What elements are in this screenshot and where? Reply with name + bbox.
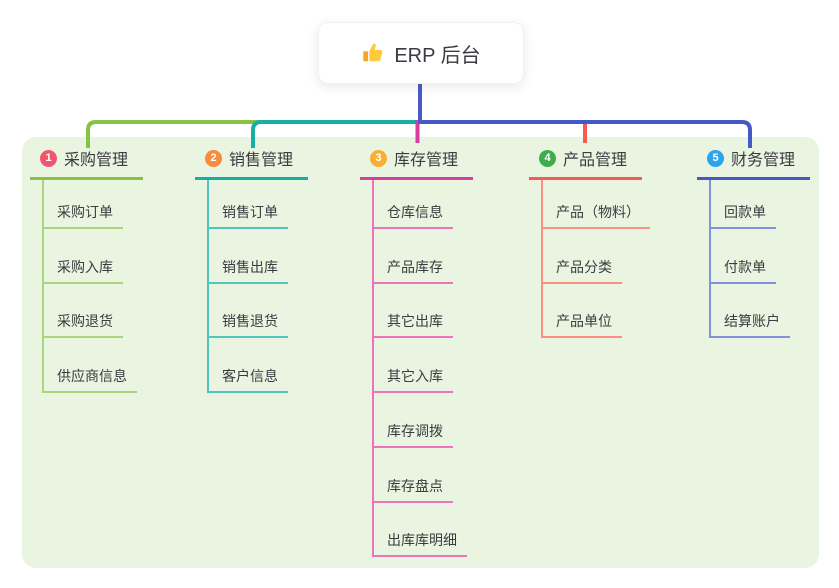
child-label: 库存调拨: [387, 423, 443, 439]
branch-label: 销售管理: [229, 152, 294, 169]
root-node[interactable]: ERP 后台: [318, 22, 524, 84]
child-label: 产品库存: [387, 259, 443, 275]
branch-trunk-line: [42, 180, 44, 393]
branch-node-2[interactable]: 2 销售管理: [195, 147, 309, 180]
branch-label: 财务管理: [731, 152, 796, 169]
branch-node-4[interactable]: 4 产品管理: [529, 147, 643, 180]
branch-number-badge: 5: [707, 149, 724, 167]
child-node[interactable]: 客户信息: [207, 366, 288, 393]
child-label: 出库库明细: [387, 532, 457, 548]
child-label: 其它出库: [387, 313, 443, 329]
branch-label: 产品管理: [563, 152, 628, 169]
child-label: 库存盘点: [387, 478, 443, 494]
branch-number-badge: 4: [539, 149, 556, 167]
child-node[interactable]: 销售订单: [207, 202, 288, 229]
branch-trunk-line: [207, 180, 209, 393]
branch-label: 库存管理: [394, 152, 459, 169]
branch-node-3[interactable]: 3 库存管理: [360, 147, 474, 180]
child-label: 采购订单: [57, 204, 113, 220]
child-node[interactable]: 其它入库: [372, 366, 453, 393]
child-label: 采购退货: [57, 313, 113, 329]
child-label: 产品单位: [556, 313, 612, 329]
child-node[interactable]: 产品库存: [372, 257, 453, 284]
child-label: 付款单: [724, 259, 766, 275]
child-node[interactable]: 出库库明细: [372, 530, 467, 557]
child-node[interactable]: 销售退货: [207, 311, 288, 338]
child-label: 销售出库: [222, 259, 278, 275]
child-node[interactable]: 销售出库: [207, 257, 288, 284]
child-node[interactable]: 回款单: [709, 202, 776, 229]
branches-background-panel: [22, 137, 819, 568]
child-node[interactable]: 仓库信息: [372, 202, 453, 229]
child-label: 销售退货: [222, 313, 278, 329]
branch-trunk-line: [541, 180, 543, 338]
child-label: 采购入库: [57, 259, 113, 275]
branch-number-badge: 2: [205, 149, 222, 167]
branch-node-5[interactable]: 5 财务管理: [697, 147, 811, 180]
child-node[interactable]: 产品（物料）: [541, 202, 650, 229]
child-label: 回款单: [724, 204, 766, 220]
child-label: 其它入库: [387, 368, 443, 384]
child-label: 产品（物料）: [556, 204, 640, 220]
child-node[interactable]: 采购入库: [42, 257, 123, 284]
child-label: 仓库信息: [387, 204, 443, 220]
child-node[interactable]: 产品单位: [541, 311, 622, 338]
child-node[interactable]: 供应商信息: [42, 366, 137, 393]
root-title: ERP 后台: [394, 44, 481, 67]
child-label: 销售订单: [222, 204, 278, 220]
child-node[interactable]: 付款单: [709, 257, 776, 284]
branch-node-1[interactable]: 1 采购管理: [30, 147, 144, 180]
connector-branch-1: [86, 120, 420, 148]
connector-branch-2: [251, 120, 420, 148]
child-node[interactable]: 结算账户: [709, 311, 790, 338]
child-node[interactable]: 库存盘点: [372, 476, 453, 503]
child-label: 结算账户: [724, 313, 780, 329]
branch-number-badge: 3: [370, 149, 387, 167]
child-node[interactable]: 库存调拨: [372, 421, 453, 448]
child-node[interactable]: 采购退货: [42, 311, 123, 338]
child-node[interactable]: 采购订单: [42, 202, 123, 229]
branch-trunk-line: [372, 180, 374, 557]
branch-label: 采购管理: [64, 152, 129, 169]
child-node[interactable]: 产品分类: [541, 257, 622, 284]
branch-trunk-line: [709, 180, 711, 338]
child-label: 客户信息: [222, 368, 278, 384]
branch-number-badge: 1: [40, 149, 57, 167]
thumbs-up-icon: [361, 41, 385, 65]
connector-branch-5: [420, 120, 752, 148]
child-label: 供应商信息: [57, 368, 127, 384]
child-node[interactable]: 其它出库: [372, 311, 453, 338]
child-label: 产品分类: [556, 259, 612, 275]
